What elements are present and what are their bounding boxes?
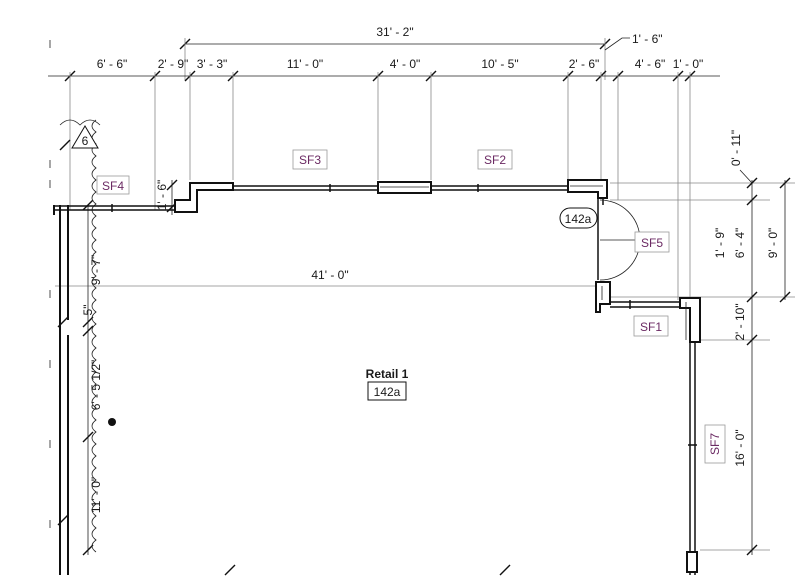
dimension-lines — [48, 37, 795, 576]
top-dimension-labels: 31' - 2" 1' - 6" 6' - 6" 2' - 9" 3' - 3"… — [97, 25, 704, 282]
tag-sf7[interactable]: SF7 — [704, 424, 726, 464]
svg-text:SF5: SF5 — [641, 236, 663, 250]
svg-text:SF1: SF1 — [640, 320, 662, 334]
svg-text:SF3: SF3 — [299, 153, 321, 167]
dim-top-2: 2' - 9" — [158, 57, 189, 71]
grid-bubble-marker: 6 — [71, 125, 99, 149]
svg-text:SF7: SF7 — [708, 433, 722, 455]
dim-top-9: 1' - 0" — [673, 57, 704, 71]
dim-left-1: 9' - 7" — [89, 255, 103, 286]
tag-sf5[interactable]: SF5 — [634, 231, 670, 253]
door-tag[interactable]: 142a — [559, 207, 598, 229]
svg-text:SF4: SF4 — [102, 179, 124, 193]
room-number: 142a — [374, 385, 401, 399]
dim-top-8: 4' - 6" — [635, 57, 666, 71]
dim-left-3: 6' - 5 1/2" — [89, 360, 103, 411]
dim-top-3: 3' - 3" — [197, 57, 228, 71]
tag-sf1[interactable]: SF1 — [633, 315, 669, 337]
dim-left-2: 5" — [81, 305, 95, 316]
dim-leader-top: 1' - 6" — [632, 32, 663, 46]
storefront-tags: SF4 SF3 SF2 SF5 SF1 SF7 142a — [96, 149, 726, 464]
svg-text:SF2: SF2 — [484, 153, 506, 167]
walls — [53, 119, 701, 575]
vertical-dimension-labels: 1' - 6" 9' - 7" 5" 6' - 5 1/2" 11' - 0" … — [81, 130, 780, 513]
dim-right-1: 0' - 11" — [729, 130, 743, 166]
dim-right-2: 1' - 9" — [713, 228, 727, 259]
grid-bubble-label: 6 — [82, 134, 89, 148]
dim-top-1: 6' - 6" — [97, 57, 128, 71]
dim-top-6: 10' - 5" — [481, 57, 518, 71]
dim-right-3: 6' - 4" — [733, 228, 747, 259]
dim-right-4: 9' - 0" — [766, 228, 780, 259]
tag-sf3[interactable]: SF3 — [292, 149, 328, 170]
dim-right-5: 2' - 10" — [733, 303, 747, 340]
dim-sf4-offset: 1' - 6" — [155, 180, 169, 211]
dim-interior-width: 41' - 0" — [311, 268, 348, 282]
dim-top-4: 11' - 0" — [287, 57, 323, 71]
room-tag[interactable]: Retail 1 142a — [366, 367, 409, 401]
room-name: Retail 1 — [366, 367, 409, 381]
svg-text:142a: 142a — [565, 212, 592, 226]
dim-overall-top: 31' - 2" — [376, 25, 413, 39]
dim-left-4: 11' - 0" — [89, 477, 103, 513]
tag-sf2[interactable]: SF2 — [477, 149, 513, 170]
dim-right-6: 16' - 0" — [733, 429, 747, 466]
tag-sf4[interactable]: SF4 — [96, 175, 130, 195]
dim-top-7: 2' - 6" — [569, 57, 600, 71]
dim-top-5: 4' - 0" — [390, 57, 421, 71]
